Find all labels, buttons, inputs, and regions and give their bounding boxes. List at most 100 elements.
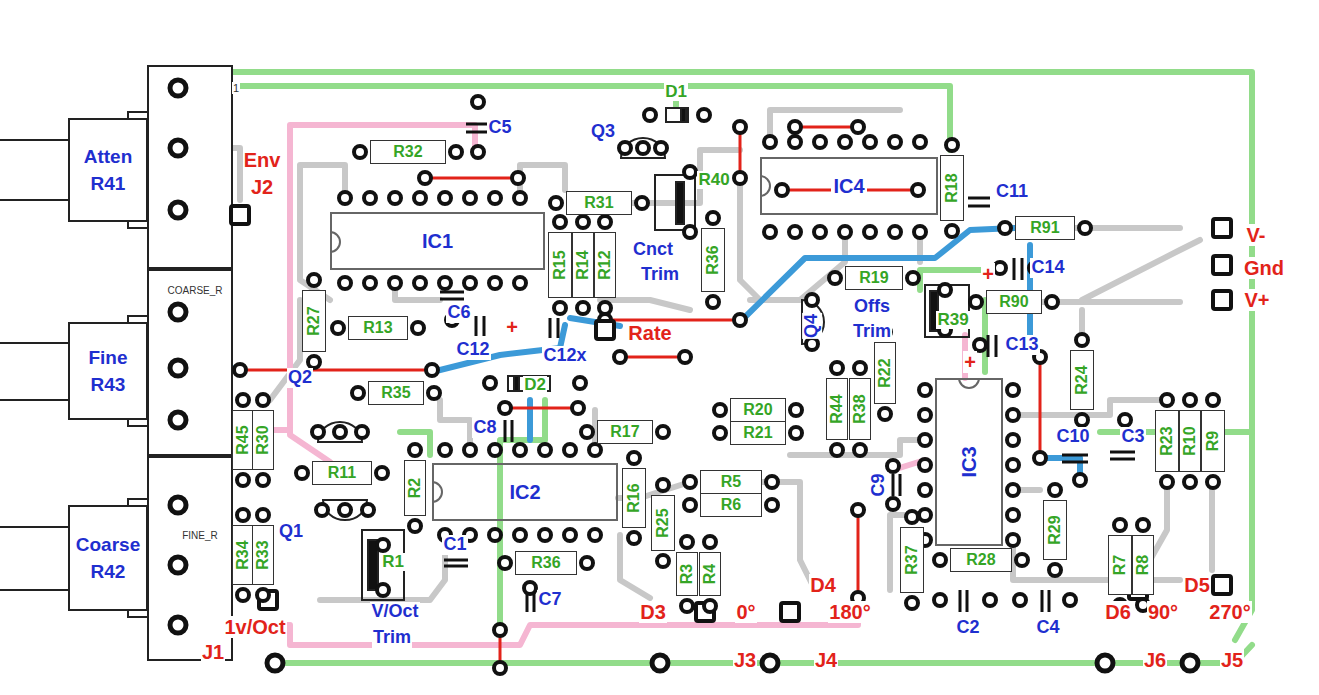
ic-package: IC3 (935, 378, 1003, 546)
ground-trace (497, 470, 503, 625)
solder-pad (655, 142, 667, 154)
power-label: V+ (1243, 289, 1270, 311)
resistor-symbol: R18 (940, 155, 964, 221)
blue-trace (527, 400, 533, 440)
trimmer-symbol (362, 175, 969, 600)
ground-trace (400, 432, 430, 455)
resistor-label: R16 (626, 483, 642, 512)
capacitor-symbol (557, 318, 560, 338)
solder-pad (1161, 476, 1173, 488)
solder-pad (734, 121, 746, 133)
capacitor-symbol (968, 197, 990, 200)
solder-pad (789, 226, 801, 238)
resistor-label: R2 (407, 478, 423, 498)
solder-pad (681, 600, 693, 612)
solder-pad (296, 467, 308, 479)
capacitor-symbol (959, 590, 962, 612)
solder-pad (439, 444, 451, 456)
solder-pad (514, 192, 526, 204)
solder-pad (577, 302, 589, 314)
resistor-symbol: R14 (572, 232, 594, 298)
solder-pad (906, 511, 918, 523)
solder-pad (912, 184, 924, 196)
resistor-symbol: R12 (594, 232, 616, 298)
jack-label: J2 (250, 176, 274, 198)
solder-pad (789, 136, 801, 148)
polarity-mark: + (981, 263, 995, 285)
solder-pad (419, 172, 431, 184)
resistor-symbol: R35 (368, 381, 424, 405)
solder-pad (170, 202, 186, 218)
solder-pad (1034, 452, 1046, 464)
resistor-symbol: R22 (874, 342, 896, 404)
solder-pad (170, 360, 186, 376)
resistor-symbol: R8 (1132, 535, 1154, 595)
solder-pad (1114, 519, 1126, 531)
solder-pad (464, 444, 476, 456)
part-label: Q1 (278, 522, 304, 542)
pads-and-jumpers (170, 80, 1231, 674)
solder-pad (589, 529, 601, 541)
grey-trace (790, 440, 925, 455)
resistor-symbol: R28 (950, 548, 1012, 572)
solder-pad (829, 272, 841, 284)
resistor-label: R23 (1159, 426, 1175, 455)
solder-pad (644, 109, 656, 121)
solder-pad (831, 444, 843, 456)
jack-label: D6 (1104, 601, 1132, 623)
solder-pad (1207, 394, 1219, 406)
resistor-label: R20 (743, 402, 772, 418)
capacitor-symbol (968, 205, 990, 208)
solder-pad (377, 539, 389, 551)
capacitor-symbol (549, 318, 552, 338)
solder-pad (681, 536, 693, 548)
resistor-symbol: R23 (1155, 410, 1179, 472)
trim-label: Trim (852, 322, 892, 342)
wire-jumper (505, 407, 578, 410)
square-pad (1213, 256, 1231, 274)
solder-pad (1007, 434, 1019, 446)
trim-label: Trim (640, 265, 680, 285)
capacitor-symbol (995, 335, 998, 357)
solder-pad (389, 277, 401, 289)
resistor-label: R34 (235, 540, 251, 569)
solder-pad (426, 364, 438, 376)
solder-pad (339, 277, 351, 289)
solder-pad (489, 192, 501, 204)
resistor-label: R22 (877, 358, 893, 387)
solder-pad (1137, 519, 1149, 531)
solder-pad (919, 434, 931, 446)
solder-pad (428, 387, 440, 399)
resistor-label: R17 (610, 424, 639, 440)
resistor-label: R3 (679, 564, 695, 584)
solder-pad (946, 139, 958, 151)
square-pad (1213, 219, 1231, 237)
solder-pad (409, 444, 421, 456)
solder-pad (657, 555, 669, 567)
wire-jumper (620, 356, 685, 359)
resistor-symbol: R32 (370, 140, 446, 164)
resistor-label: R29 (1047, 515, 1063, 544)
part-label: D1 (664, 83, 688, 102)
part-label: Q4 (802, 313, 822, 339)
signal-label: Rate (627, 322, 672, 344)
resistor-symbol: R90 (986, 290, 1042, 314)
jack-label: J5 (1220, 649, 1244, 671)
resistor-label: R5 (721, 474, 741, 490)
solder-pad (704, 536, 716, 548)
wire-jumper (1039, 357, 1042, 458)
potentiometer-shaft (0, 139, 68, 141)
solder-pad (1184, 476, 1196, 488)
resistor-label: R6 (721, 497, 741, 513)
solder-pad (316, 504, 328, 516)
solder-pad (939, 284, 951, 296)
solder-pad (657, 426, 669, 438)
capacitor-symbol (1021, 258, 1024, 280)
solder-pad (489, 529, 501, 541)
trim-label: Offs (853, 297, 891, 317)
resistor-label: R32 (393, 144, 422, 160)
solder-pad (854, 362, 866, 374)
part-label: C7 (537, 590, 562, 610)
solder-pad (308, 356, 320, 368)
capacitor-symbol (444, 565, 468, 568)
